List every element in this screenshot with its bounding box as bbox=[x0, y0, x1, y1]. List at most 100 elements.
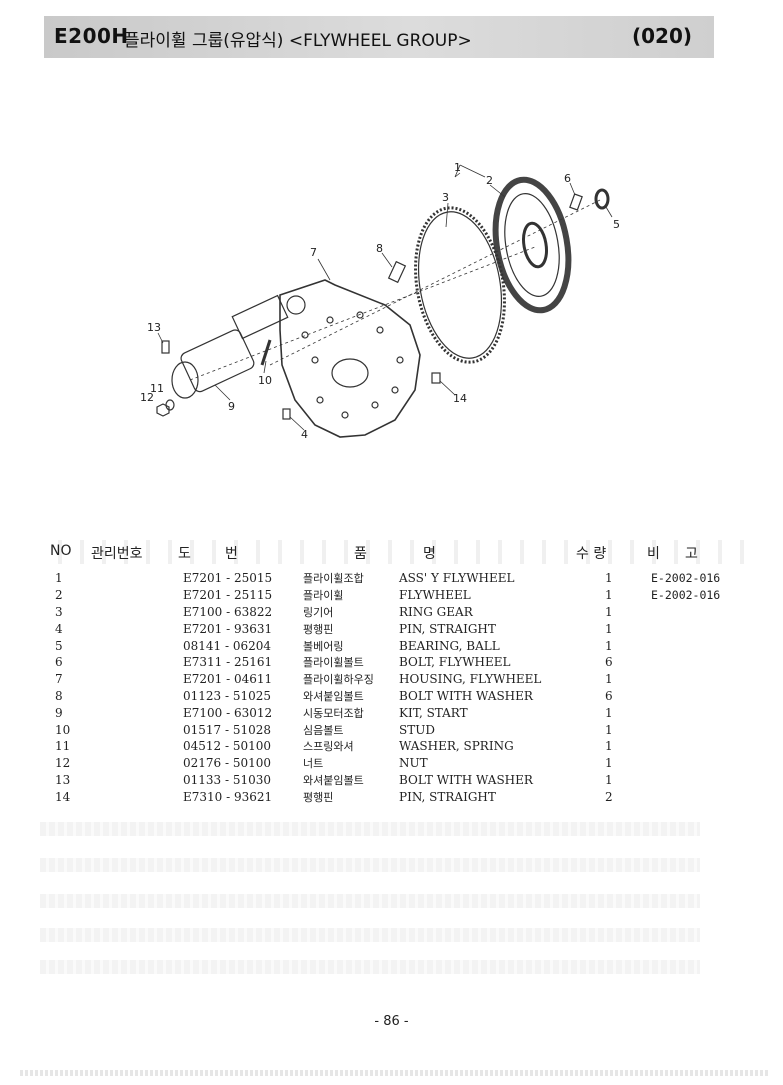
row-no: 14 bbox=[55, 789, 71, 804]
starter-bolt-drawing bbox=[161, 340, 170, 354]
row-no: 13 bbox=[55, 772, 71, 787]
col-remark-2: 고 bbox=[685, 546, 698, 562]
page-title: 플라이휠 그룹(유압식) <FLYWHEEL GROUP> bbox=[124, 31, 472, 51]
callout-2: 2 bbox=[486, 174, 493, 187]
remark bbox=[651, 654, 741, 671]
part-name-en: HOUSING, FLYWHEEL bbox=[399, 672, 542, 687]
remark bbox=[651, 755, 741, 772]
ring-gear-drawing bbox=[414, 206, 506, 364]
quantity: 1 bbox=[605, 588, 613, 603]
blank-rows bbox=[40, 810, 760, 990]
remark bbox=[651, 704, 741, 721]
col-drawing-1: 도 bbox=[178, 546, 191, 562]
part-name-ko: 와셔붙임볼트 bbox=[303, 689, 364, 703]
part-name-ko: 심음볼트 bbox=[303, 723, 344, 737]
quantity: 1 bbox=[605, 571, 613, 586]
starter-motor-drawing bbox=[171, 294, 289, 399]
part-name-ko: 시동모터조합 bbox=[303, 706, 364, 720]
pin-14-drawing bbox=[431, 372, 441, 384]
flywheel-exploded-diagram: 1 2 3 4 5 6 7 8 9 10 11 12 13 14 bbox=[140, 161, 620, 441]
callout-4: 4 bbox=[301, 428, 308, 441]
part-name-ko: 너트 bbox=[303, 757, 324, 771]
group-code: (020) bbox=[631, 24, 692, 48]
callout-8: 8 bbox=[376, 242, 383, 255]
row-no: 7 bbox=[55, 672, 63, 687]
remark bbox=[651, 671, 741, 688]
callout-5: 5 bbox=[613, 218, 620, 231]
row-no: 3 bbox=[55, 604, 63, 619]
part-number: 08141 - 06204 bbox=[183, 638, 272, 653]
callout-11: 11 bbox=[150, 382, 164, 395]
part-name-en: NUT bbox=[399, 756, 428, 771]
quantity: 1 bbox=[605, 638, 613, 653]
page-header: E200H 플라이휠 그룹(유압식) <FLYWHEEL GROUP> (020… bbox=[44, 16, 714, 58]
remark bbox=[651, 788, 741, 805]
part-number: E7310 - 93621 bbox=[183, 789, 273, 804]
callout-7: 7 bbox=[310, 246, 317, 259]
remark bbox=[651, 738, 741, 755]
pin-4-drawing bbox=[282, 408, 291, 420]
quantity: 6 bbox=[605, 688, 613, 703]
callout-3: 3 bbox=[442, 191, 449, 204]
quantity: 1 bbox=[605, 722, 613, 737]
col-remark-1: 비 bbox=[647, 546, 660, 562]
remark bbox=[651, 721, 741, 738]
col-mgmt-no: 관리번호 bbox=[91, 546, 143, 562]
callout-14: 14 bbox=[453, 392, 467, 405]
housing-bolt-drawing bbox=[387, 260, 407, 284]
row-no: 11 bbox=[55, 739, 71, 754]
quantity: 1 bbox=[605, 604, 613, 619]
part-name-ko: 플라이휠볼트 bbox=[303, 656, 364, 670]
callout-10: 10 bbox=[258, 374, 272, 387]
callout-1: 1 bbox=[454, 161, 461, 174]
row-no: 5 bbox=[55, 638, 63, 653]
bottom-edge bbox=[20, 1070, 770, 1076]
part-name-ko: 볼베어링 bbox=[303, 639, 344, 653]
row-no: 4 bbox=[55, 621, 63, 636]
part-number: 01133 - 51030 bbox=[183, 772, 272, 787]
remark bbox=[651, 604, 741, 621]
row-no: 6 bbox=[55, 655, 63, 670]
quantity: 1 bbox=[605, 772, 613, 787]
part-number: 01517 - 51028 bbox=[183, 722, 272, 737]
row-no: 1 bbox=[55, 571, 63, 586]
part-name-ko: 링기어 bbox=[303, 605, 334, 619]
quantity: 6 bbox=[605, 655, 613, 670]
bearing-drawing bbox=[594, 188, 610, 210]
part-number: E7201 - 04611 bbox=[183, 672, 273, 687]
part-name-en: ASS' Y FLYWHEEL bbox=[399, 571, 515, 586]
part-name-en: FLYWHEEL bbox=[399, 588, 471, 603]
part-name-en: PIN, STRAIGHT bbox=[399, 621, 496, 636]
quantity: 1 bbox=[605, 705, 613, 720]
table-row: 7 E7201 - 04611 플라이휠하우징 HOUSING, FLYWHEEL 1 bbox=[40, 671, 741, 688]
part-name-ko: 플라이휠하우징 bbox=[303, 673, 374, 687]
quantity: 1 bbox=[605, 672, 613, 687]
nut-drawing bbox=[156, 403, 170, 417]
remark: E-2002-016 bbox=[651, 571, 721, 586]
remark: E-2002-016 bbox=[651, 588, 721, 603]
row-no: 10 bbox=[55, 722, 71, 737]
part-number: E7201 - 93631 bbox=[183, 621, 273, 636]
remark bbox=[651, 688, 741, 705]
part-name-en: BOLT WITH WASHER bbox=[399, 688, 533, 703]
remark bbox=[651, 772, 741, 789]
part-number: E7100 - 63822 bbox=[183, 604, 273, 619]
flywheel-bolt-drawing bbox=[569, 193, 583, 211]
row-no: 8 bbox=[55, 688, 63, 703]
part-number: E7311 - 25161 bbox=[183, 655, 273, 670]
callout-13: 13 bbox=[147, 321, 161, 334]
part-number: E7201 - 25015 bbox=[183, 571, 273, 586]
